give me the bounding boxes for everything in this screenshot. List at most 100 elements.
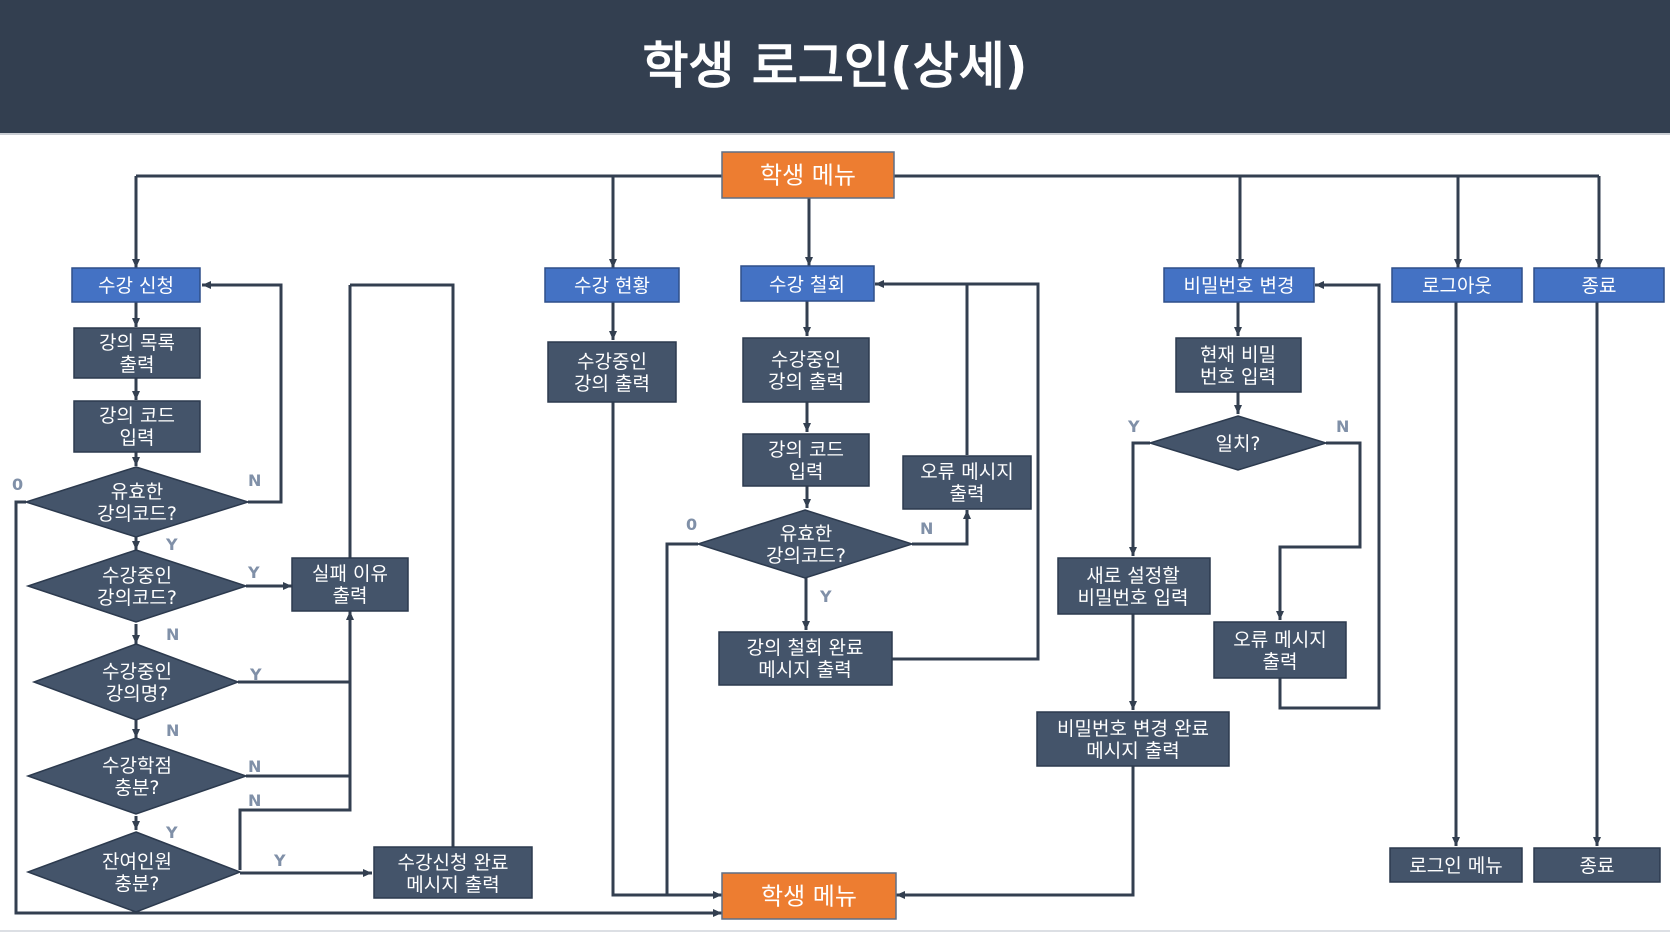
node-label-line: 강의 코드 (768, 439, 844, 461)
branch-label: N (1336, 417, 1349, 436)
branch-label: Y (165, 535, 178, 554)
node-label-line: 잔여인원 (102, 851, 172, 873)
node-login-menu-label: 로그인 메뉴 (1409, 855, 1502, 877)
node-label-line: 종료 (1582, 275, 1617, 297)
node-pwchange (1163, 267, 1315, 303)
page-title: 학생 로그인(상세) (642, 37, 1028, 95)
node-label-line: 수강신청 완료 (398, 852, 509, 874)
node-menu-top-label: 학생 메뉴 (760, 162, 856, 190)
node-label-line: 학생 메뉴 (761, 883, 857, 911)
node-label-line: 번호 입력 (1200, 366, 1276, 388)
node-logout (1391, 267, 1523, 303)
node-pwchange-label: 비밀번호 변경 (1184, 275, 1295, 297)
node-label-line: 수강 신청 (98, 275, 174, 297)
node-label-line: 출력 (950, 483, 985, 505)
node-label-line: 오류 메시지 (1233, 629, 1326, 651)
node-enroll-valid (23, 466, 251, 538)
node-label-line: 수강학점 (102, 755, 172, 777)
branch-label: Y (819, 587, 832, 606)
node-label-line: 입력 (120, 427, 155, 449)
node-enroll-list (73, 327, 201, 379)
node-label-line: 수강 현황 (574, 275, 650, 297)
flowchart-nodes: 학생 메뉴 학생 메뉴 수강 신청 수강 현황 수강 철회 비밀번호 변경 로그… (23, 151, 1665, 920)
node-logout-label: 로그아웃 (1422, 275, 1492, 297)
node-exit-label: 종료 (1582, 275, 1617, 297)
node-label-line: 수강중인 (577, 351, 647, 373)
branch-label: N (920, 519, 933, 538)
node-label-line: 강의명? (106, 683, 169, 705)
node-label-line: 수강중인 (102, 661, 172, 683)
node-label-line: 실패 이유 (312, 563, 388, 585)
node-menu-top (721, 151, 895, 199)
node-withdraw-done (718, 631, 893, 686)
node-pw-match-label: 일치? (1215, 433, 1260, 455)
header-divider (0, 133, 1670, 135)
node-status-label: 수강 현황 (574, 275, 650, 297)
node-label-line: 메시지 출력 (758, 659, 851, 681)
node-withdraw-valid (695, 509, 915, 579)
node-label-line: 비밀번호 변경 완료 (1057, 718, 1209, 740)
branch-label: N (248, 757, 261, 776)
node-pw-err (1213, 621, 1347, 679)
node-label-line: 비밀번호 입력 (1078, 587, 1189, 609)
node-label-line: 강의 출력 (768, 371, 844, 393)
node-label-line: 종료 (1580, 855, 1615, 877)
node-menu-bottom-label: 학생 메뉴 (761, 883, 857, 911)
node-label-line: 입력 (789, 461, 824, 483)
node-pw-done (1036, 711, 1230, 767)
node-enroll-fail (291, 557, 409, 612)
branch-label: Y (1127, 417, 1140, 436)
node-label-line: 로그인 메뉴 (1409, 855, 1502, 877)
node-label-line: 수강중인 (771, 349, 841, 371)
node-enroll (71, 267, 201, 303)
node-enroll-dupname (31, 643, 241, 721)
node-pw-current (1175, 337, 1302, 393)
branch-label: N (248, 791, 261, 810)
node-exit-end (1533, 847, 1661, 883)
node-enroll-seats (25, 831, 243, 913)
node-label-line: 출력 (333, 585, 368, 607)
node-enroll-credit (25, 737, 249, 815)
node-label-line: 강의 출력 (574, 373, 650, 395)
node-label-line: 충분? (114, 777, 159, 799)
node-label-line: 충분? (114, 873, 159, 895)
node-withdraw-err (902, 455, 1032, 510)
node-enroll-dupcode (25, 549, 249, 623)
node-label-line: 강의 목록 (99, 332, 175, 354)
node-label-line: 수강중인 (102, 565, 172, 587)
branch-label: N (248, 471, 261, 490)
node-label-line: 강의코드? (97, 503, 177, 525)
node-pw-new (1057, 557, 1211, 615)
node-label-line: 출력 (1263, 651, 1298, 673)
node-enroll-label: 수강 신청 (98, 275, 174, 297)
node-label-line: 새로 설정할 (1086, 565, 1179, 587)
node-label-line: 메시지 출력 (1086, 740, 1179, 762)
branch-label: N (166, 721, 179, 740)
node-status-list (547, 341, 677, 403)
node-withdraw-list (742, 337, 870, 403)
connectors (14, 174, 1603, 917)
node-label-line: 로그아웃 (1422, 275, 1492, 297)
branch-label: 0 (686, 515, 697, 534)
node-label-line: 강의코드? (766, 545, 846, 567)
node-label-line: 수강 철회 (769, 274, 845, 296)
node-withdraw-label: 수강 철회 (769, 274, 845, 296)
node-status (544, 267, 680, 303)
header-bar (0, 0, 1670, 133)
branch-label: Y (273, 851, 286, 870)
